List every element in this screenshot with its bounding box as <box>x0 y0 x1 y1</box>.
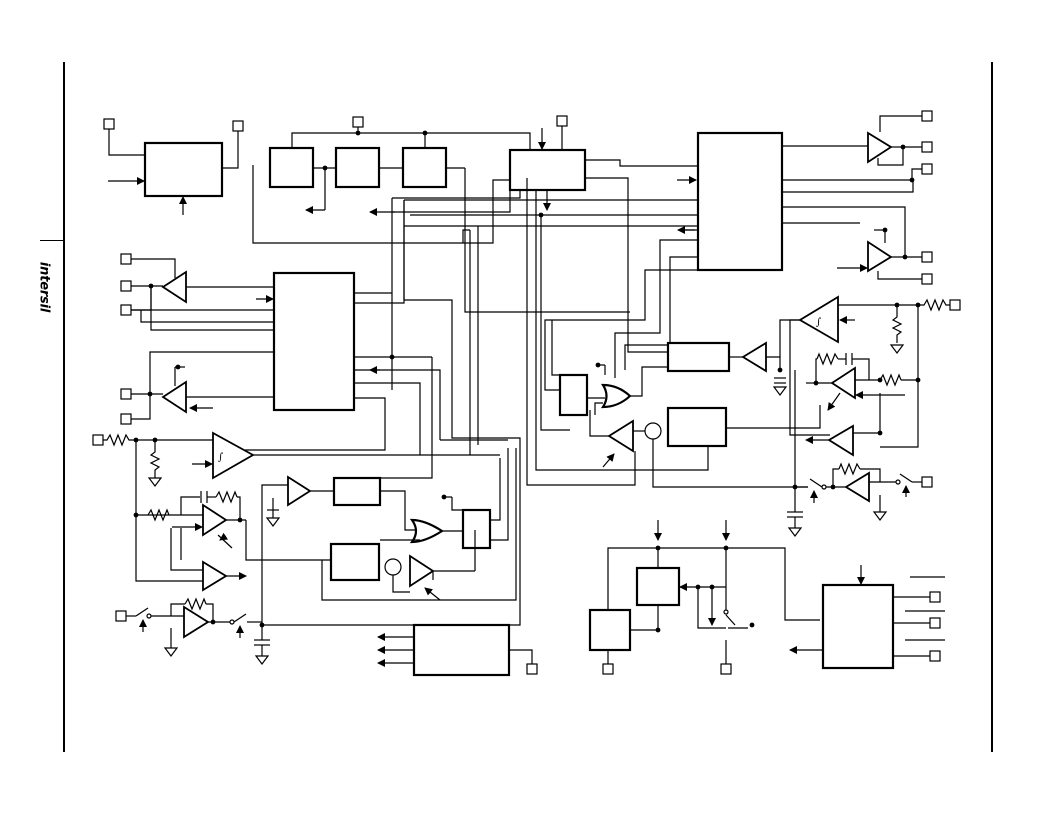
output-buffer-amp <box>867 131 893 164</box>
bottom-center-block-group <box>377 623 538 677</box>
pin-square <box>921 141 933 153</box>
pin-square <box>921 251 933 263</box>
node-circle <box>644 422 662 440</box>
pin-square <box>929 617 941 629</box>
buffer-amp <box>844 471 870 503</box>
block-bottom-right <box>821 583 895 670</box>
counter-block-1 <box>268 146 315 189</box>
pin-square <box>120 253 132 265</box>
schmitt-comparator <box>212 431 255 480</box>
pin-square <box>602 663 614 675</box>
left-comparator-group: ∫ <box>92 431 385 592</box>
comparator-amp <box>202 560 228 592</box>
top-left-block-group <box>103 118 244 215</box>
pin-square <box>120 413 132 425</box>
logic-block <box>666 341 731 373</box>
output-buffer-amp <box>867 240 893 273</box>
left-page-rule <box>63 62 65 752</box>
right-mid-logic-group <box>526 178 821 488</box>
node-circle <box>384 558 402 576</box>
buffer-amp <box>183 605 210 639</box>
or-gate <box>600 383 632 409</box>
counter-chain-group <box>252 116 630 313</box>
flip-flop <box>461 508 492 550</box>
block-top-center <box>508 148 587 192</box>
pin-square <box>929 650 941 662</box>
buffer-amp <box>409 554 435 588</box>
center-left-block-group <box>120 200 441 479</box>
pin-square <box>120 388 132 400</box>
flip-flop <box>558 373 589 417</box>
block-bottom-center <box>412 623 511 677</box>
pin-square <box>921 476 933 488</box>
block-top-right <box>696 131 784 272</box>
pin-square <box>921 273 933 285</box>
input-buffer-amp <box>161 380 187 414</box>
pin-square <box>929 591 941 603</box>
pin-square <box>103 118 115 130</box>
schmitt-comparator <box>798 295 839 344</box>
or-gate <box>409 518 445 544</box>
pin-square <box>115 610 127 622</box>
logo-rule <box>40 240 64 241</box>
right-comparator-group: ∫ <box>779 295 961 457</box>
switch <box>899 473 913 483</box>
logic-block <box>666 406 728 448</box>
bottom-left-switch-group <box>115 597 270 665</box>
integrator-amp <box>830 366 856 400</box>
top-right-block-group <box>544 110 933 391</box>
counter-block-3 <box>401 146 448 189</box>
block-top-left <box>143 141 224 198</box>
buffer-amp <box>607 419 634 453</box>
switch <box>135 607 149 617</box>
pin-square <box>120 304 132 316</box>
bottom-right-group <box>588 520 945 675</box>
buffer-amp <box>741 341 767 373</box>
right-switch-group <box>787 370 933 537</box>
logic-block <box>332 476 382 507</box>
pin-square <box>352 116 364 128</box>
pin-square <box>556 115 568 127</box>
svg-text:∫: ∫ <box>816 317 821 328</box>
integrator-amp <box>202 503 228 537</box>
comparator-amp <box>827 424 854 457</box>
logic-block <box>329 542 381 582</box>
switch <box>233 613 247 623</box>
svg-text:∫: ∫ <box>218 452 223 463</box>
switch <box>809 478 823 488</box>
switch <box>725 614 736 626</box>
pin-square <box>921 163 933 175</box>
pin-square <box>921 110 933 122</box>
pin-square <box>92 434 104 446</box>
pin-square <box>949 299 961 311</box>
logic-block <box>635 566 681 607</box>
pin-square <box>526 663 538 675</box>
block-center-left <box>272 271 356 412</box>
buffer-amp <box>287 475 312 507</box>
counter-block-2 <box>334 146 381 189</box>
right-page-rule <box>991 62 993 752</box>
pin-square <box>720 663 732 675</box>
logic-block <box>588 608 632 652</box>
pin-square <box>120 280 132 292</box>
pin-square <box>232 120 244 132</box>
